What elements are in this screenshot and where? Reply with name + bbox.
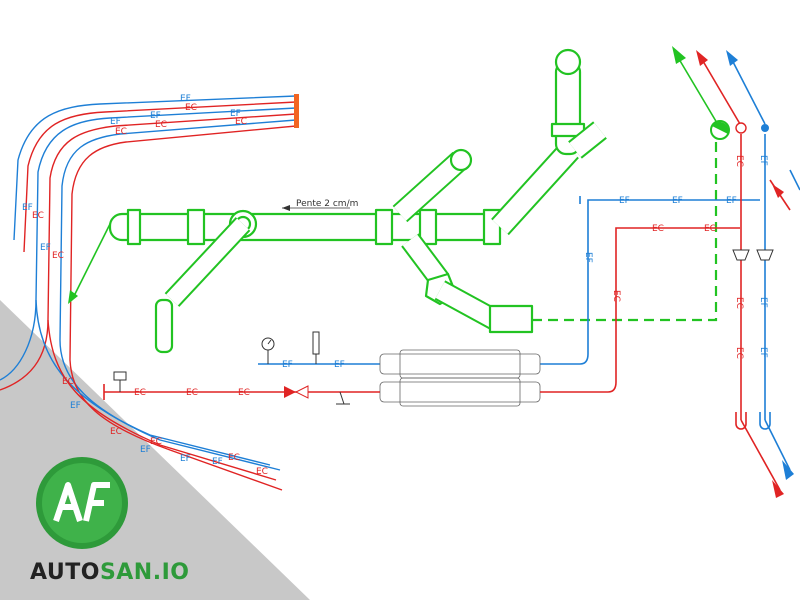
cold-label: EF [583, 252, 593, 263]
hot-label: EC [611, 290, 621, 302]
hot-label: EC [704, 224, 716, 234]
riser-hot-label: EC [734, 155, 744, 167]
left-label-ef: EF [180, 454, 191, 464]
hot-water-line [103, 227, 740, 400]
hot-main-labels: EC EC EC EC EC EC [134, 224, 716, 398]
left-run-labels: EF EC EF EC EF EC EF EC EF EC EF EC EC E… [22, 94, 268, 477]
left-label-ef: EF [180, 94, 191, 104]
left-label-ec: EC [115, 127, 127, 137]
cold-label: EF [672, 196, 683, 206]
left-label-ef: EF [70, 401, 81, 411]
left-label-ec: EC [150, 437, 162, 447]
flow-arrow-icon [782, 460, 794, 480]
left-label-ef: EF [40, 243, 51, 253]
flow-arrow-icon [68, 290, 78, 304]
riser-cold-label: EF [758, 155, 768, 166]
left-label-ec: EC [155, 120, 167, 130]
waste-coupling [374, 208, 394, 246]
hot-label: EC [134, 388, 146, 398]
waste-dashed-line [532, 130, 718, 322]
cold-water-line [258, 196, 760, 365]
left-label-ef: EF [140, 445, 151, 455]
hot-label: EC [652, 224, 664, 234]
left-curved-run [0, 95, 297, 491]
cold-label: EF [282, 360, 293, 370]
waste-pipe-network [108, 48, 607, 354]
left-label-ef: EF [150, 111, 161, 121]
green-diagonal [675, 53, 721, 129]
flow-arrow-icon [672, 46, 686, 64]
check-valve-icon [113, 371, 309, 399]
slope-label: Pente 2 cm/m [296, 199, 358, 209]
riser-cold-label: EF [758, 297, 768, 308]
waste-coupling [418, 208, 438, 246]
waste-coupling [126, 208, 142, 246]
hot-label: EC [238, 388, 250, 398]
left-label-ef: EF [230, 109, 241, 119]
pressure-gauge-icon [261, 337, 275, 364]
left-label-ec: EC [52, 251, 64, 261]
riser-end-caps [735, 412, 771, 430]
isolation-valve-icon [336, 391, 350, 405]
thermometer-icon [312, 331, 320, 364]
left-label-ec: EC [62, 377, 74, 387]
waste-end-cap [449, 148, 473, 172]
flow-arrow-icon [772, 184, 784, 198]
riser-labels: EC EF EC EF EC EF [734, 155, 768, 359]
left-label-ec: EC [235, 117, 247, 127]
hot-riser [740, 134, 781, 491]
hot-label: EC [186, 388, 198, 398]
riser-reducers [732, 249, 774, 261]
cold-main-labels: EF EF EF EF EF EF [282, 196, 737, 370]
cold-riser [764, 134, 791, 471]
left-label-ec: EC [110, 427, 122, 437]
cold-label: EF [619, 196, 630, 206]
left-label-ef: EF [212, 457, 223, 467]
slope-annotation: Pente 2 cm/m [282, 199, 358, 211]
waste-vertical-stub [154, 298, 174, 354]
left-label-ec: EC [256, 467, 268, 477]
riser-hot-label: EC [734, 297, 744, 309]
left-label-ef: EF [22, 203, 33, 213]
flow-arrow-icon [696, 50, 708, 66]
cold-label: EF [334, 360, 345, 370]
left-label-ec: EC [185, 103, 197, 113]
left-label-ec: EC [228, 453, 240, 463]
riser-hot-label: EC [734, 347, 744, 359]
flow-arrow-icon [726, 50, 738, 66]
riser-cold-label: EF [758, 347, 768, 358]
orange-end-cap [294, 94, 299, 128]
waste-coupling [186, 208, 206, 246]
insulated-section [379, 349, 541, 407]
left-label-ef: EF [110, 117, 121, 127]
waste-main-pipe [108, 212, 502, 242]
waste-outlet [488, 304, 534, 334]
cold-label: EF [726, 196, 737, 206]
left-label-ec: EC [32, 211, 44, 221]
waste-leader-line [71, 223, 111, 301]
flow-arrow-icon [772, 480, 784, 498]
